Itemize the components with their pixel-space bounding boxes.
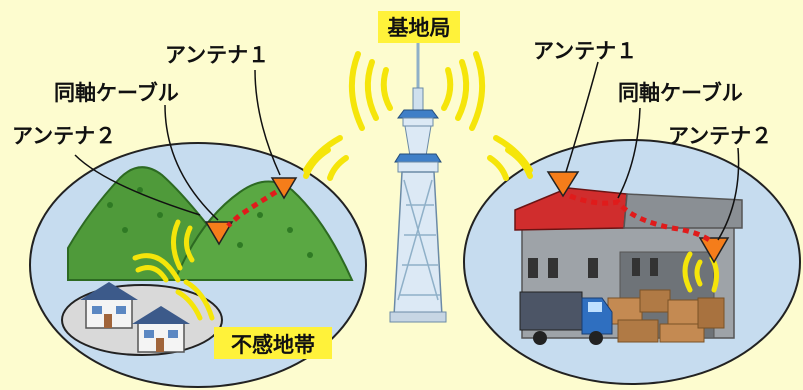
radio-wave-icon bbox=[132, 219, 215, 321]
leader-line bbox=[565, 61, 599, 173]
left-antenna2-label: アンテナ２ bbox=[12, 124, 116, 148]
house-icon bbox=[132, 306, 190, 353]
base-station-highlight bbox=[378, 11, 460, 43]
leader-line bbox=[254, 69, 281, 176]
radio-tower-icon bbox=[389, 40, 447, 323]
right-antenna2-label: アンテナ２ bbox=[668, 124, 772, 148]
truck-icon bbox=[519, 291, 613, 345]
house-icon bbox=[80, 282, 138, 329]
antenna-triangle-icon bbox=[698, 237, 730, 264]
radio-wave-icon bbox=[303, 51, 533, 181]
leader-line bbox=[74, 154, 201, 216]
leader-line bbox=[164, 104, 219, 221]
right-antenna1-label: アンテナ１ bbox=[533, 39, 637, 63]
right-scene bbox=[463, 61, 801, 385]
right-coax-label: 同軸ケーブル bbox=[618, 81, 743, 105]
leader-line bbox=[617, 107, 641, 199]
left-scene bbox=[29, 69, 367, 388]
antenna-triangle-icon bbox=[204, 221, 234, 246]
dead-zone-highlight bbox=[214, 327, 332, 359]
left-coax-label: 同軸ケーブル bbox=[54, 81, 179, 105]
coax-cable-line bbox=[226, 189, 278, 228]
dead-zone-label: 不感地帯 bbox=[231, 333, 315, 357]
leader-line bbox=[717, 147, 740, 241]
cardboard-box-icon bbox=[607, 289, 725, 343]
left-antenna1-label: アンテナ１ bbox=[165, 43, 269, 67]
antenna-triangle-icon bbox=[270, 177, 298, 200]
antenna-triangle-icon bbox=[546, 171, 580, 198]
base-station-label: 基地局 bbox=[388, 16, 451, 40]
coax-cable-line bbox=[569, 193, 714, 244]
